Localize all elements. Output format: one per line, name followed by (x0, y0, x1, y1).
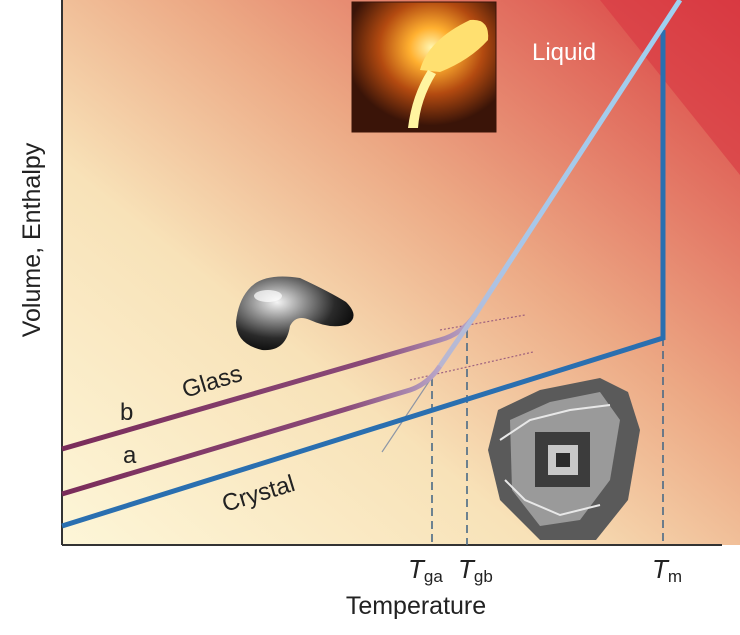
x-axis-label: Temperature (346, 592, 486, 620)
glass-curve-a (61, 364, 443, 497)
crystal-photo (488, 378, 640, 540)
molten-metal-photo (351, 1, 497, 133)
liquid-curve (437, 0, 683, 368)
tick-tga: Tga (408, 554, 443, 586)
hot-band (600, 0, 740, 175)
tick-tm: Tm (652, 554, 682, 586)
liquid-label: Liquid (532, 39, 596, 66)
tick-tgb: Tgb (458, 554, 493, 586)
branch-a-label: a (123, 442, 137, 469)
glass-blob-photo (236, 276, 354, 351)
branch-b-label: b (120, 399, 133, 426)
crystal-curve (61, 30, 666, 529)
y-axis-label: Volume, Enthalpy (18, 142, 46, 337)
